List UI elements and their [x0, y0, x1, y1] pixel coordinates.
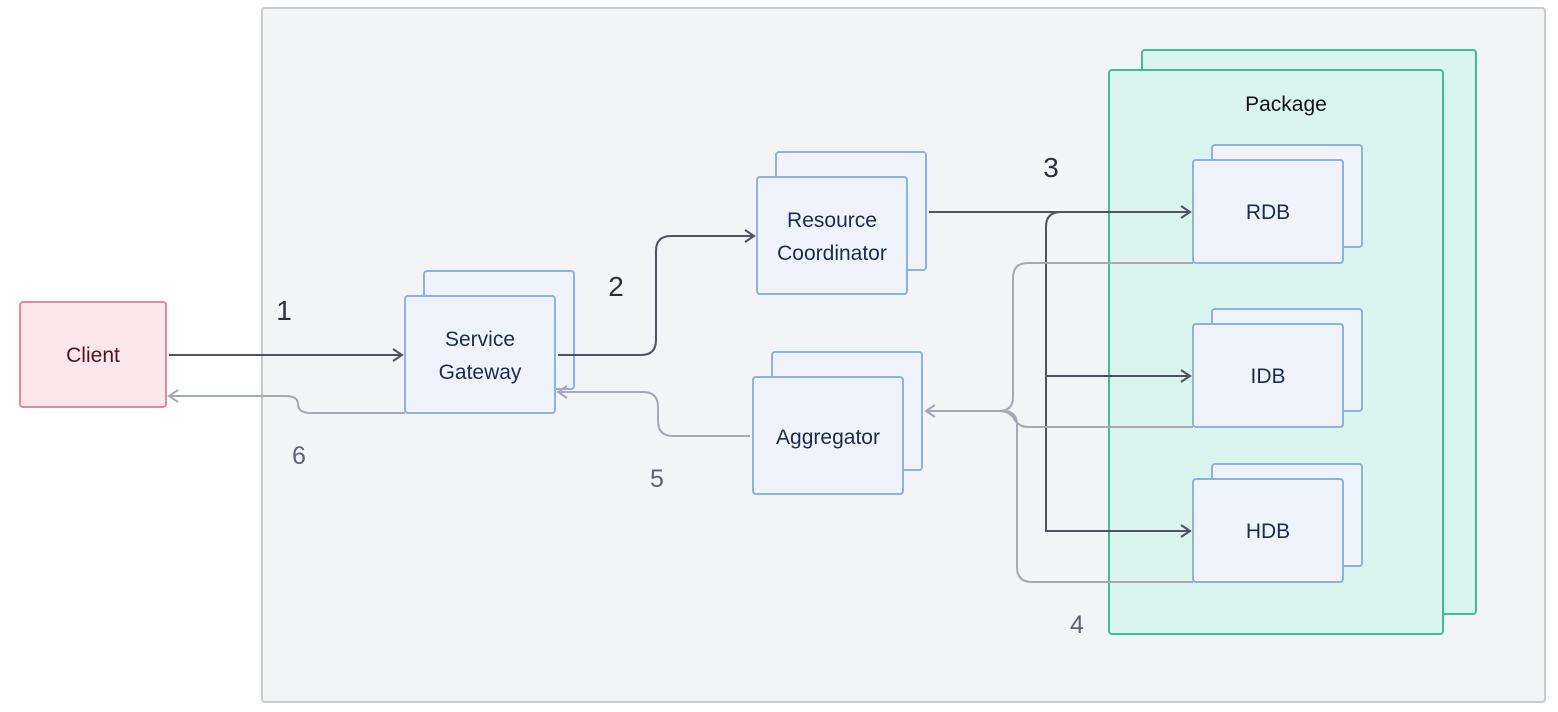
coordinator-node — [756, 176, 908, 295]
step-label-5: 5 — [650, 465, 664, 493]
gateway-label-line1: Service — [445, 328, 515, 351]
step-label-4: 4 — [1070, 611, 1084, 639]
gateway-node — [404, 295, 556, 414]
idb-label: IDB — [1250, 365, 1285, 388]
arrow-gateway-to-coordinator — [558, 229, 756, 356]
client-node — [19, 301, 167, 408]
rdb-label: RDB — [1246, 201, 1290, 224]
step-label-3: 3 — [1043, 152, 1059, 183]
step-label-6: 6 — [292, 442, 306, 470]
arrow-coordinator-to-hdb — [1045, 211, 1192, 538]
arrow-hdb-to-aggregator — [1002, 410, 1193, 583]
aggregator-node — [752, 376, 904, 495]
package-label: Package — [1245, 93, 1327, 116]
step-label-1: 1 — [276, 295, 292, 326]
step-label-2: 2 — [608, 271, 624, 302]
aggregator-label: Aggregator — [776, 426, 880, 449]
hdb-label: HDB — [1246, 520, 1290, 543]
idb-node — [1192, 323, 1344, 428]
client-label: Client — [66, 344, 120, 367]
coordinator-label-line2: Coordinator — [777, 242, 887, 265]
arrow-gateway-to-client — [167, 389, 405, 414]
gateway-label-line2: Gateway — [439, 361, 522, 384]
hdb-node — [1192, 478, 1344, 583]
arrow-aggregator-to-gateway — [556, 385, 750, 437]
coordinator-label-line1: Resource — [787, 209, 877, 232]
rdb-node — [1192, 159, 1344, 264]
